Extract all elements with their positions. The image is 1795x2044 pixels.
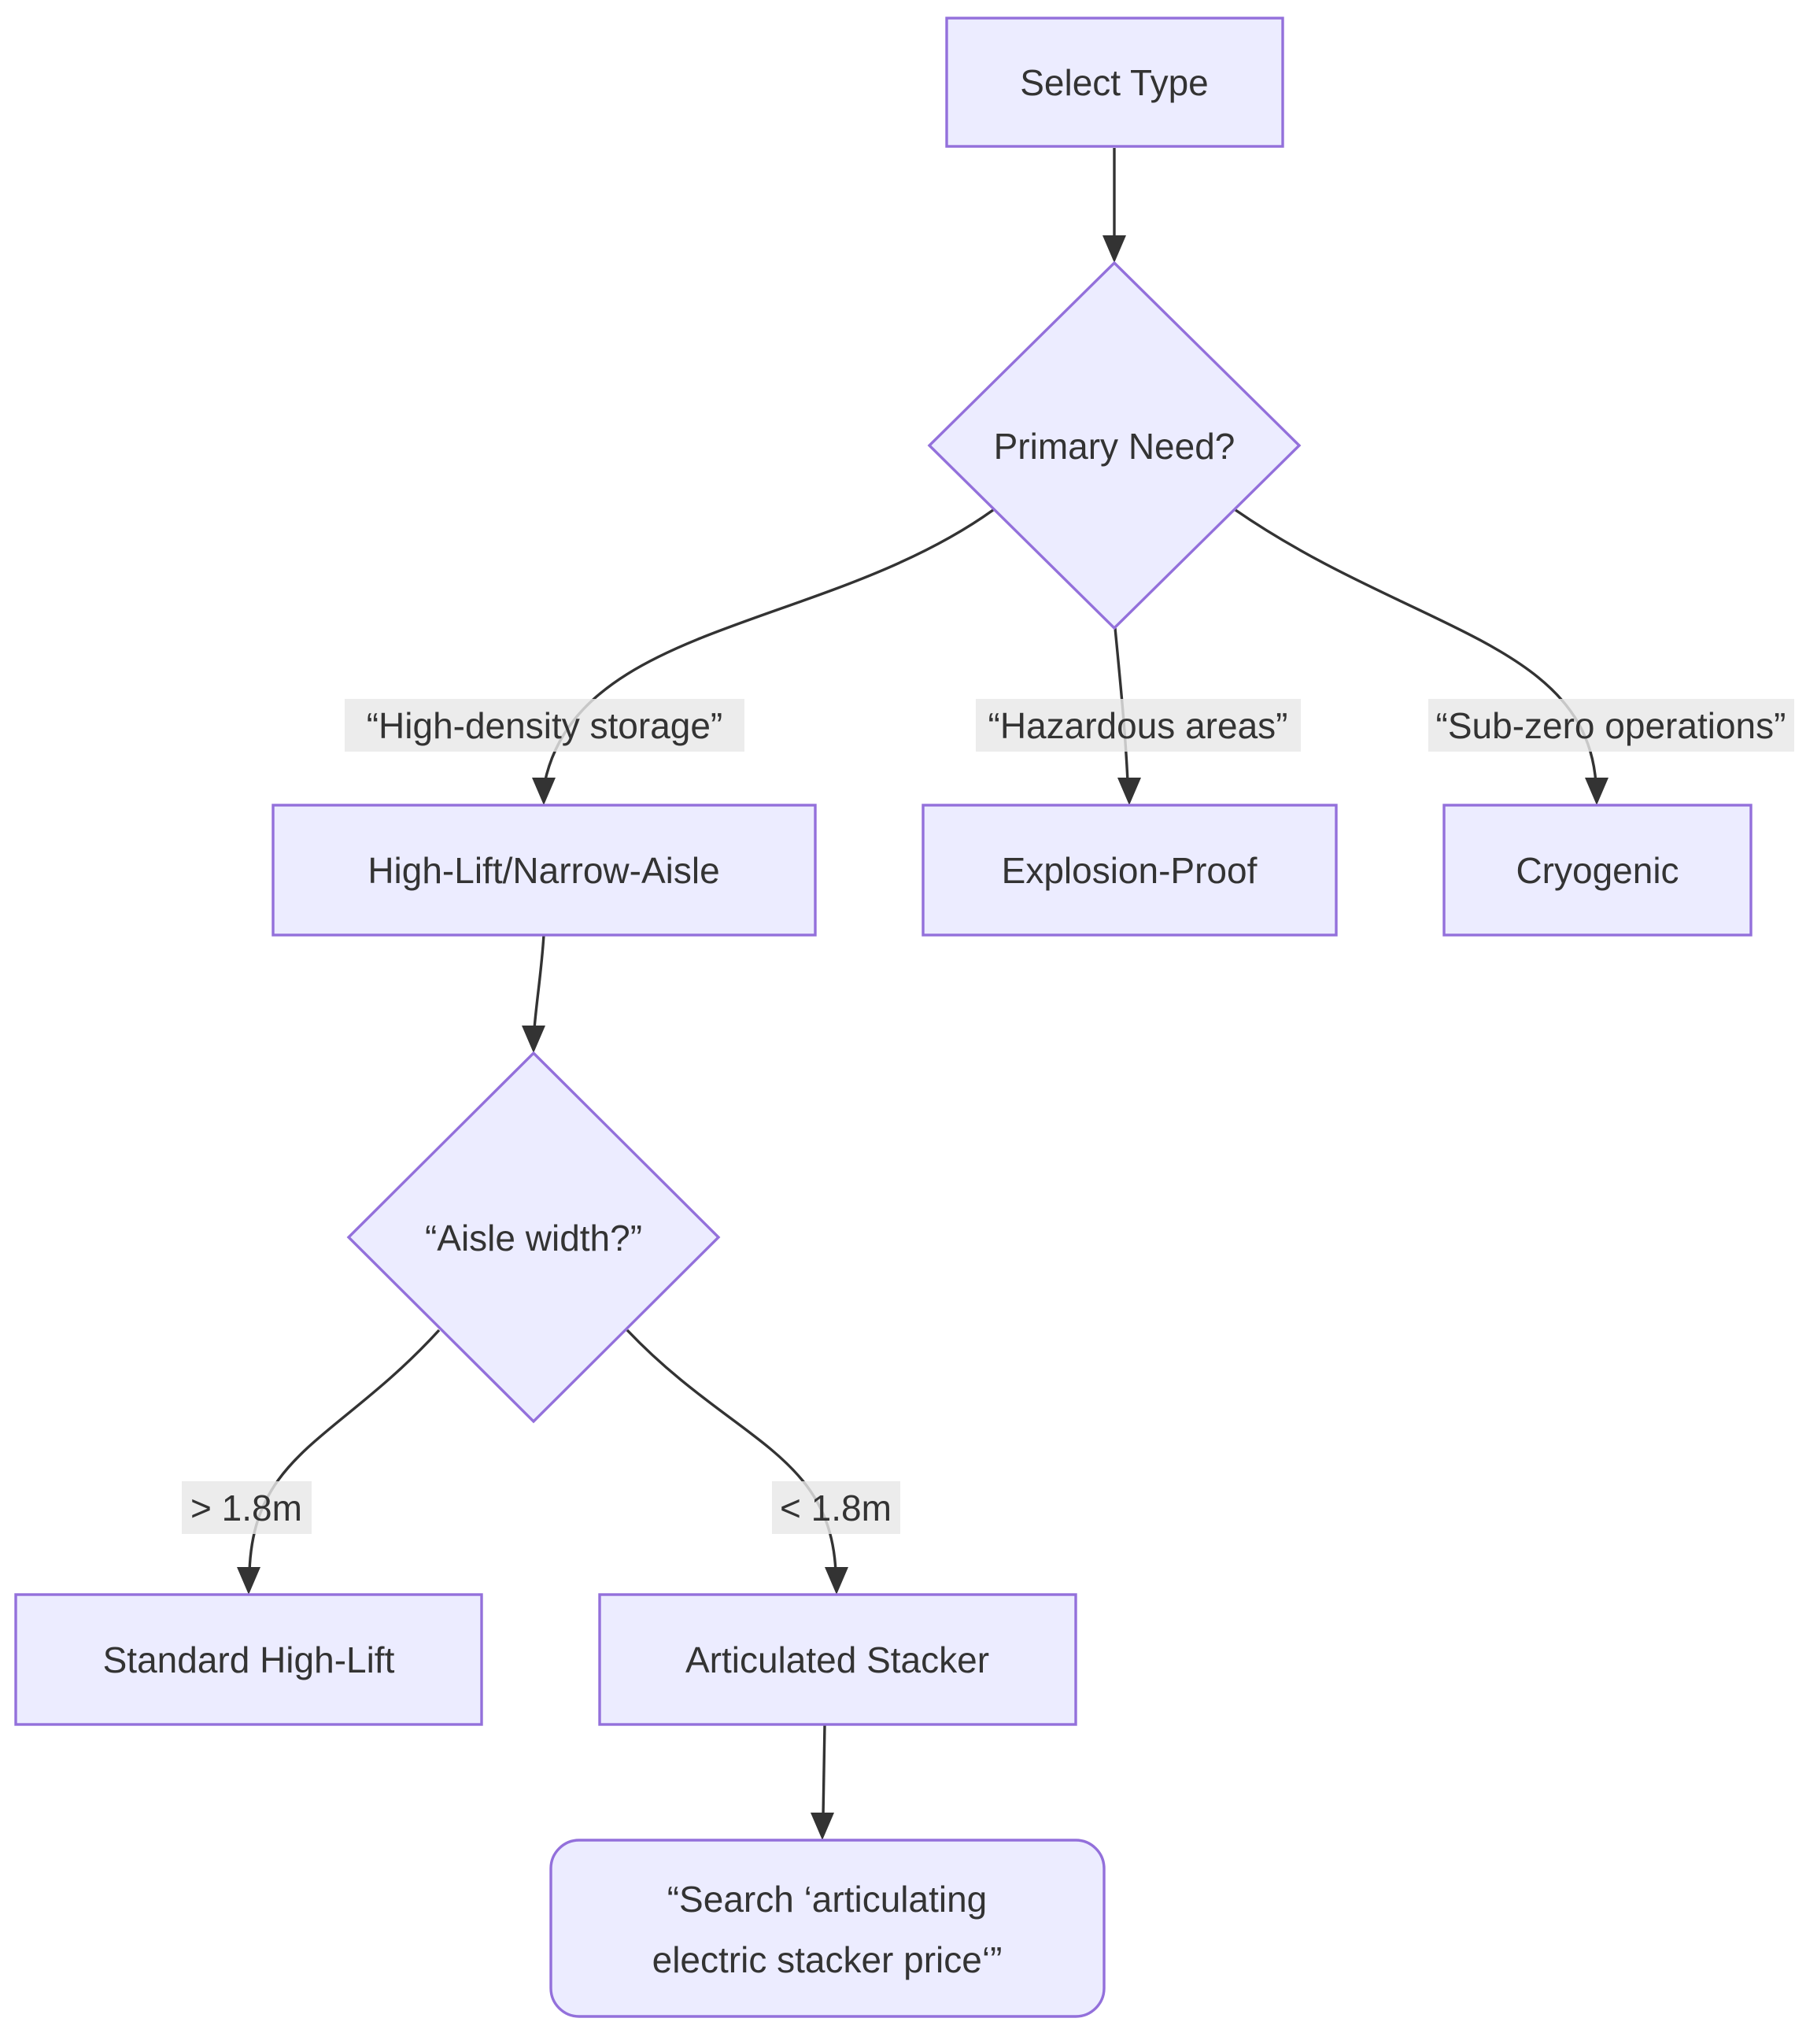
node-standard-high-lift-shape bbox=[14, 1593, 483, 1726]
edge-label-bg bbox=[345, 699, 744, 752]
node-primary-need-label: Primary Need? bbox=[994, 426, 1235, 467]
edge-label-text: < 1.8m bbox=[780, 1488, 892, 1528]
edge-label-bg bbox=[976, 699, 1301, 752]
edge-primary-need-to-cryogenic bbox=[1235, 508, 1608, 805]
edge-label-bg bbox=[182, 1481, 312, 1534]
node-articulated-stacker-label: Articulated Stacker bbox=[685, 1639, 989, 1680]
arrowhead-icon bbox=[522, 1026, 545, 1053]
arrowhead-icon bbox=[1117, 778, 1141, 805]
edge-primary-need-to-high-lift bbox=[532, 508, 994, 805]
edge-label-gt-1-8m: > 1.8m bbox=[182, 1481, 312, 1534]
arrowhead-icon bbox=[811, 1813, 834, 1840]
node-select-type-label: Select Type bbox=[1020, 62, 1209, 103]
edge-label-sub-zero-operations: “Sub-zero operations” bbox=[1428, 699, 1794, 752]
node-aisle-width: “Aisle width?” bbox=[346, 1051, 721, 1424]
edge-aisle-width-to-articulated-stacker bbox=[626, 1329, 848, 1595]
node-cryogenic: Cryogenic bbox=[1442, 804, 1753, 937]
edge-line bbox=[822, 1724, 826, 1817]
edge-line bbox=[626, 1329, 837, 1573]
node-explosion-proof-shape bbox=[922, 804, 1338, 937]
edge-select-type-to-primary-need bbox=[1102, 148, 1126, 263]
edge-label-high-density-storage: “High-density storage” bbox=[345, 699, 744, 752]
edge-label-lt-1-8m: < 1.8m bbox=[772, 1481, 900, 1534]
node-primary-need: Primary Need? bbox=[927, 261, 1302, 630]
edge-line bbox=[248, 1329, 441, 1573]
edge-label-hazardous-areas: “Hazardous areas” bbox=[976, 699, 1301, 752]
edge-label-text: > 1.8m bbox=[190, 1488, 302, 1528]
node-explosion-proof: Explosion-Proof bbox=[922, 804, 1338, 937]
edge-label-bg bbox=[1428, 699, 1794, 752]
node-primary-need-shape bbox=[927, 261, 1302, 630]
node-search-action-label-line1: “Search ‘articulating bbox=[667, 1879, 988, 1920]
edge-aisle-width-to-standard-high-lift bbox=[237, 1329, 441, 1595]
node-explosion-proof-label: Explosion-Proof bbox=[1002, 850, 1258, 891]
edge-articulated-stacker-to-search bbox=[811, 1724, 834, 1840]
edge-label-text: “Hazardous areas” bbox=[988, 705, 1288, 746]
edge-high-lift-to-aisle-width bbox=[522, 934, 545, 1053]
node-cryogenic-shape bbox=[1442, 804, 1753, 937]
node-select-type: Select Type bbox=[945, 17, 1284, 148]
arrowhead-icon bbox=[825, 1567, 848, 1595]
node-search-action: “Search ‘articulating electric stacker p… bbox=[549, 1839, 1106, 2018]
edge-label-text: “Sub-zero operations” bbox=[1436, 705, 1786, 746]
arrowhead-icon bbox=[237, 1567, 260, 1595]
edge-label-text: “High-density storage” bbox=[367, 705, 723, 746]
arrowhead-icon bbox=[532, 778, 556, 805]
node-select-type-shape bbox=[945, 17, 1284, 148]
node-articulated-stacker: Articulated Stacker bbox=[598, 1593, 1077, 1726]
node-cryogenic-label: Cryogenic bbox=[1516, 850, 1679, 891]
node-search-action-shape bbox=[549, 1839, 1106, 2018]
node-high-lift-narrow-aisle: High-Lift/Narrow-Aisle bbox=[271, 804, 817, 937]
arrowhead-icon bbox=[1585, 778, 1608, 805]
node-standard-high-lift-label: Standard High-Lift bbox=[103, 1639, 395, 1680]
node-aisle-width-label: “Aisle width?” bbox=[425, 1218, 642, 1259]
node-search-action-label-line2: electric stacker price‘” bbox=[652, 1939, 1003, 1980]
node-standard-high-lift: Standard High-Lift bbox=[14, 1593, 483, 1726]
node-high-lift-narrow-aisle-label: High-Lift/Narrow-Aisle bbox=[367, 850, 719, 891]
node-high-lift-narrow-aisle-shape bbox=[271, 804, 817, 937]
edge-line bbox=[533, 934, 545, 1029]
node-articulated-stacker-shape bbox=[598, 1593, 1077, 1726]
node-aisle-width-shape bbox=[346, 1051, 721, 1424]
arrowhead-icon bbox=[1102, 235, 1126, 263]
edge-label-bg bbox=[772, 1481, 900, 1534]
